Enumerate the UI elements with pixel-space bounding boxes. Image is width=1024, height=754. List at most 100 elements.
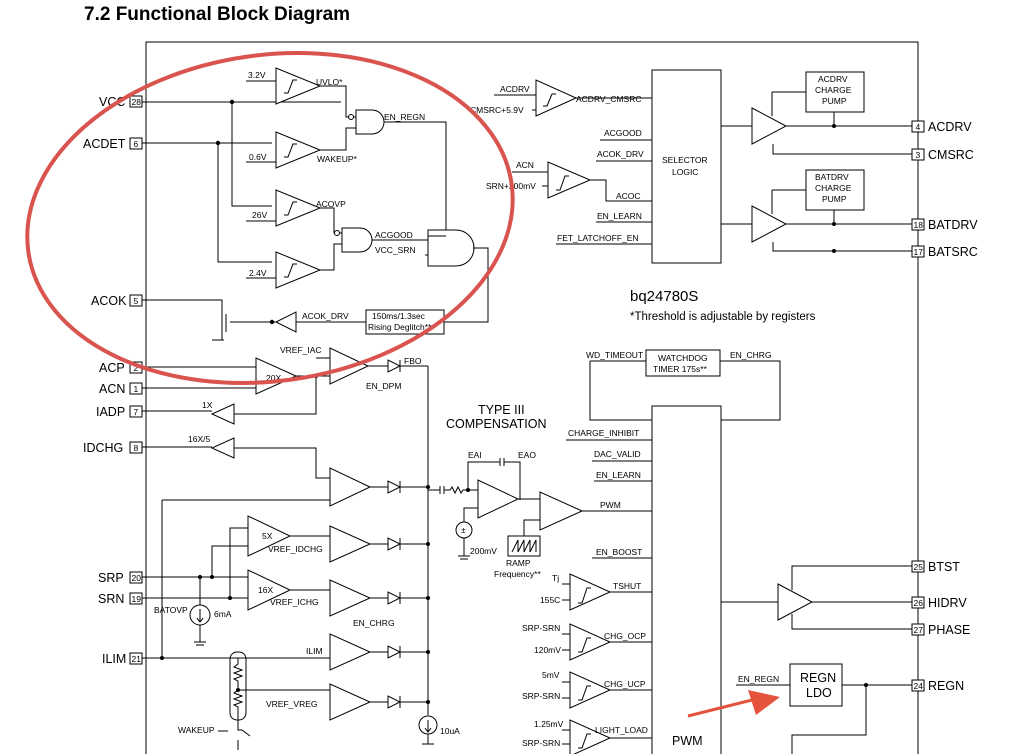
svg-text:VREF_IDCHG: VREF_IDCHG xyxy=(268,544,323,554)
svg-text:FBO: FBO xyxy=(404,356,422,366)
svg-text:200mV: 200mV xyxy=(470,546,497,556)
svg-text:WAKEUP*: WAKEUP* xyxy=(317,154,358,164)
svg-text:1.25mV: 1.25mV xyxy=(534,719,564,729)
tshut-comparator xyxy=(569,573,612,611)
svg-text:ACOVP: ACOVP xyxy=(316,199,346,209)
svg-text:18: 18 xyxy=(914,220,924,230)
acok-and-gate xyxy=(427,229,475,267)
batdrv-driver xyxy=(751,205,788,243)
idchg-buffer xyxy=(210,437,235,459)
ilim-comparator xyxy=(329,633,372,671)
acdrv-driver xyxy=(751,107,788,145)
hidrv-driver xyxy=(777,583,814,621)
svg-text:5mV: 5mV xyxy=(542,670,560,680)
srp-amplifier-5x xyxy=(247,515,292,557)
svg-text:EN_CHRG: EN_CHRG xyxy=(353,618,395,628)
svg-text:TSHUT: TSHUT xyxy=(613,581,641,591)
pin-label: PHASE xyxy=(928,623,970,637)
pin-label: IDCHG xyxy=(83,441,123,455)
svg-text:4: 4 xyxy=(916,122,921,132)
svg-text:EN_CHRG: EN_CHRG xyxy=(730,350,772,360)
ichg-comparator xyxy=(329,579,372,617)
pin-label: ILIM xyxy=(102,652,126,666)
svg-text:ACOK_DRV: ACOK_DRV xyxy=(302,311,349,321)
acdet-comparator xyxy=(275,251,322,289)
svg-text:Tj: Tj xyxy=(552,573,559,583)
svg-text:PUMP: PUMP xyxy=(822,194,847,204)
svg-text:ACN: ACN xyxy=(516,160,534,170)
watchdog-timer xyxy=(645,349,721,377)
pin-number: 20 xyxy=(132,573,142,583)
svg-text:LDO: LDO xyxy=(806,686,832,700)
svg-text:±: ± xyxy=(461,525,466,535)
pin-number: 7 xyxy=(134,407,139,417)
svg-text:ACOK_DRV: ACOK_DRV xyxy=(597,149,644,159)
wakeup-comparator xyxy=(275,131,322,169)
pin-label: ACDRV xyxy=(928,120,972,134)
highlight-circle xyxy=(25,51,515,385)
svg-text:24: 24 xyxy=(914,681,924,691)
pin-label: SRN xyxy=(98,592,124,606)
svg-text:27: 27 xyxy=(914,625,924,635)
svg-text:VCC_SRN: VCC_SRN xyxy=(375,245,416,255)
svg-text:BATDRV: BATDRV xyxy=(815,172,849,182)
acoc-comparator xyxy=(547,161,592,199)
compensation: TYPE III COMPENSATION EAI EAO ± 200mV PW… xyxy=(428,403,652,579)
svg-text:UVLO*: UVLO* xyxy=(316,77,343,87)
pin-acdrv: 4 ACDRV xyxy=(911,120,972,134)
svg-text:Rising Deglitch**: Rising Deglitch** xyxy=(368,322,432,332)
svg-text:EAI: EAI xyxy=(468,450,482,460)
svg-text:16X/5: 16X/5 xyxy=(188,434,210,444)
svg-text:ILIM: ILIM xyxy=(306,646,323,656)
svg-text:CMSRC+5.9V: CMSRC+5.9V xyxy=(470,105,524,115)
svg-text:20X: 20X xyxy=(266,373,281,383)
current-sense: 20X VREF_IAC FBO EN_DPM 1X 16X/5 xyxy=(142,345,460,750)
svg-text:BATOVP: BATOVP xyxy=(154,605,188,615)
pin-label: ACOK xyxy=(91,294,127,308)
acdrv-charge-pump xyxy=(805,71,865,113)
batdrv-charge-pump xyxy=(805,169,865,211)
svg-text:EN_REGN: EN_REGN xyxy=(738,674,779,684)
svg-text:CHARGE: CHARGE xyxy=(815,85,852,95)
light-load-comparator xyxy=(569,719,612,754)
pin-label: BATSRC xyxy=(928,245,978,259)
svg-text:EN_REGN: EN_REGN xyxy=(384,112,425,122)
pin-label: ACDET xyxy=(83,137,126,151)
svg-text:5X: 5X xyxy=(262,531,273,541)
svg-text:PUMP: PUMP xyxy=(822,96,847,106)
pin-label: CMSRC xyxy=(928,148,974,162)
svg-text:3: 3 xyxy=(916,150,921,160)
svg-text:ACGOOD: ACGOOD xyxy=(375,230,413,240)
svg-text:PWM: PWM xyxy=(600,500,621,510)
svg-text:10uA: 10uA xyxy=(440,726,460,736)
svg-text:26: 26 xyxy=(914,598,924,608)
highlight-arrow xyxy=(687,690,780,718)
svg-text:EN_DPM: EN_DPM xyxy=(366,381,401,391)
svg-text:REGN: REGN xyxy=(800,671,836,685)
uvlo-comparator xyxy=(275,67,322,105)
idchg-comparator xyxy=(329,467,372,507)
svg-text:VREF_VREG: VREF_VREG xyxy=(266,699,318,709)
threshold-note: *Threshold is adjustable by registers xyxy=(630,311,816,323)
svg-text:TYPE III: TYPE III xyxy=(478,403,525,417)
svg-text:26V: 26V xyxy=(252,210,267,220)
pwm-comparator xyxy=(539,491,584,531)
pin-number: 1 xyxy=(134,384,139,394)
svg-text:Frequency**: Frequency** xyxy=(494,569,541,579)
pin-number: 2 xyxy=(134,363,139,373)
svg-text:WD_TIMEOUT: WD_TIMEOUT xyxy=(586,350,643,360)
svg-text:LIGHT_LOAD: LIGHT_LOAD xyxy=(595,725,648,735)
pin-number: 6 xyxy=(134,139,139,149)
pin-phase: 27 PHASE xyxy=(911,623,970,637)
svg-text:RAMP: RAMP xyxy=(506,558,531,568)
pwm-logic xyxy=(651,405,722,754)
svg-text:SRP-SRN: SRP-SRN xyxy=(522,691,560,701)
svg-text:ACDRV: ACDRV xyxy=(500,84,530,94)
